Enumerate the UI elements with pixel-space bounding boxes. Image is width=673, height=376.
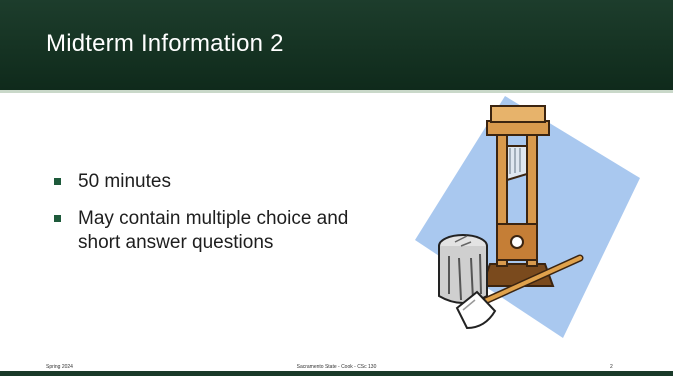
footer-course: Sacramento State - Cook - CSc 130 xyxy=(296,364,377,370)
slide-number: 2 xyxy=(610,364,613,370)
bullet-item: 50 minutes xyxy=(54,170,394,194)
footer-date: Spring 2024 xyxy=(46,364,73,370)
bullet-text: 50 minutes xyxy=(78,171,171,192)
header-divider xyxy=(0,90,673,93)
bullet-list: 50 minutes May contain multiple choice a… xyxy=(54,170,394,268)
guillotine-and-axe-icon xyxy=(415,96,640,338)
bottom-border xyxy=(0,371,673,376)
bullet-text: May contain multiple choice and short an… xyxy=(78,208,349,253)
bullet-item: May contain multiple choice and short an… xyxy=(54,207,394,255)
bullet-square-icon xyxy=(54,178,61,185)
bullet-square-icon xyxy=(54,215,61,222)
title-bar: Midterm Information 2 xyxy=(0,0,673,90)
slide-title: Midterm Information 2 xyxy=(46,30,284,57)
